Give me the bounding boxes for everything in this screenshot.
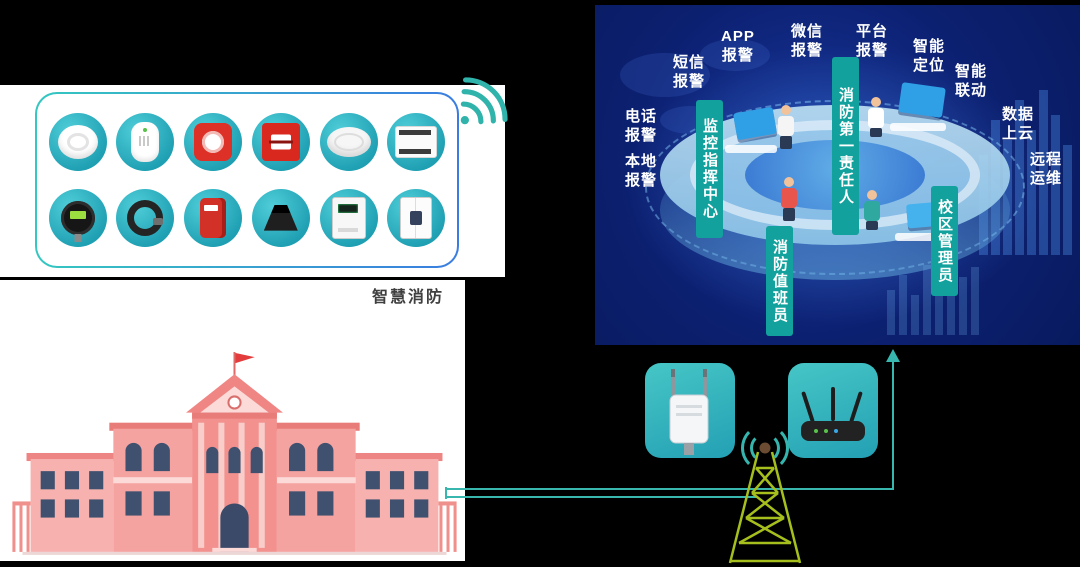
label-remote-ops: 远程 运维	[1030, 151, 1063, 187]
role-monitoring-command-center: 监控指挥中心	[696, 100, 723, 238]
wifi-icon	[460, 77, 508, 125]
label-local-alarm: 本地 报警	[625, 153, 658, 189]
monitor-icon	[898, 82, 946, 118]
arrow-up-icon	[886, 349, 900, 362]
circuit-breaker-icon	[387, 188, 446, 247]
role-fire-duty-officer: 消防值班员	[766, 226, 793, 336]
caption-text: 智慧消防	[372, 289, 445, 306]
outdoor-ap-box	[645, 363, 735, 458]
manual-call-point-icon	[251, 113, 310, 172]
horn-speaker-icon	[251, 188, 310, 247]
wireless-router-box	[788, 363, 878, 458]
school-building-illustration	[12, 352, 457, 555]
person-figure-white	[867, 97, 885, 137]
desk-shape	[890, 123, 946, 131]
role-fire-first-responsible: 消防第一责任人	[832, 57, 859, 235]
wireless-router-device-icon	[801, 387, 865, 441]
label-wechat-alarm: 微信 报警	[791, 23, 824, 59]
role-campus-administrator: 校区管理员	[931, 186, 958, 296]
iot-devices-grid	[39, 96, 455, 264]
person-figure-red	[780, 177, 798, 221]
desk-shape	[895, 233, 945, 241]
gas-detector-icon	[116, 113, 175, 172]
label-smart-positioning: 智能 定位	[913, 38, 946, 74]
iot-devices-panel	[35, 92, 459, 268]
radio-tower	[728, 442, 802, 564]
label-data-cloud: 数据 上云	[1002, 106, 1035, 142]
person-figure-teal	[863, 190, 881, 230]
fire-alarm-bell-icon	[184, 113, 243, 172]
label-platform-alarm: 平台 报警	[856, 23, 889, 59]
desk-shape	[725, 145, 777, 153]
label-app-alarm: APP 报警	[721, 28, 755, 64]
fire-control-box-icon	[184, 188, 243, 247]
smoke-detector-icon	[48, 113, 107, 172]
label-sms-alarm: 短信 报警	[673, 54, 706, 90]
signal-module-icon	[387, 113, 446, 172]
device-row-2	[39, 188, 455, 247]
signal-arc-icon	[741, 424, 789, 472]
digital-pressure-gauge-icon	[48, 188, 107, 247]
label-phone-alarm: 电话 报警	[625, 108, 658, 144]
command-center-panel: 电话 报警 短信 报警 APP 报警 微信 报警 平台 报警 智能 定位 智能 …	[595, 5, 1080, 345]
label-smart-linkage: 智能 联动	[955, 63, 988, 99]
sensing-cable-reel-icon	[116, 188, 175, 247]
ceiling-sounder-icon	[319, 113, 378, 172]
din-rail-meter-icon	[319, 188, 378, 247]
person-figure-white	[777, 105, 795, 149]
device-row-1	[39, 113, 455, 172]
outdoor-ap-device-icon	[669, 369, 709, 455]
